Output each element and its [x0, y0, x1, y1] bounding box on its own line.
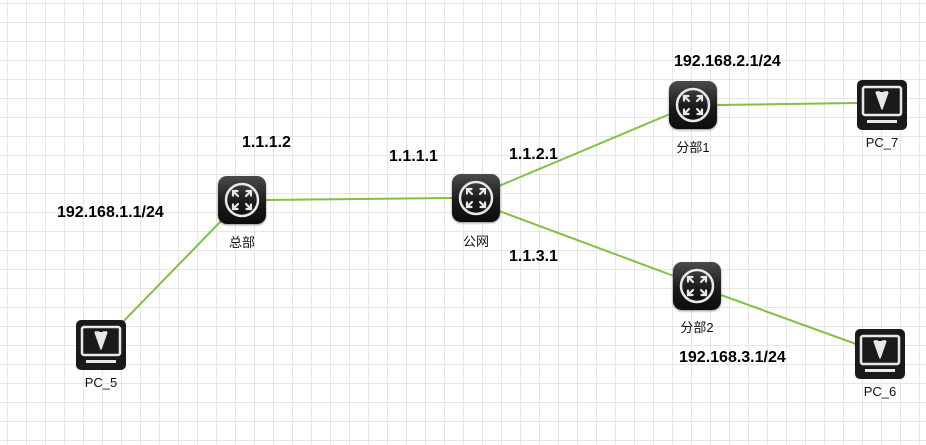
ip-label-public-branch2: 1.1.3.1 [509, 248, 558, 265]
pc-label: PC_5 [84, 375, 118, 390]
router-label: 分部2 [680, 320, 714, 335]
router-icon [669, 81, 717, 129]
monitor-icon [76, 320, 126, 370]
link-public-branch1[interactable] [498, 113, 671, 187]
ip-label-branch1-lan: 192.168.2.1/24 [674, 53, 781, 70]
router-label: 总部 [228, 235, 255, 250]
router-label: 公网 [462, 234, 489, 249]
ip-label-hq-wan: 1.1.1.2 [242, 134, 291, 151]
pc-label: PC_7 [865, 135, 899, 150]
ip-label-branch2-lan: 192.168.3.1/24 [679, 349, 786, 366]
link-hq-public[interactable] [265, 197, 453, 201]
ip-label-public-branch1: 1.1.2.1 [509, 146, 558, 163]
router-icon [673, 262, 721, 310]
link-public-branch2[interactable] [498, 210, 675, 277]
monitor-icon [855, 329, 905, 379]
monitor-icon [857, 80, 907, 130]
pc-label: PC_6 [863, 384, 897, 399]
ip-label-hq-lan: 192.168.1.1/24 [57, 204, 164, 221]
router-icon [452, 174, 500, 222]
link-pc5-hq[interactable] [117, 217, 225, 328]
router-label: 分部1 [676, 140, 710, 155]
ip-label-public-hq: 1.1.1.1 [389, 148, 438, 165]
link-branch2-pc6[interactable] [720, 294, 857, 345]
router-icon [218, 176, 266, 224]
link-branch1-pc7[interactable] [716, 102, 858, 106]
